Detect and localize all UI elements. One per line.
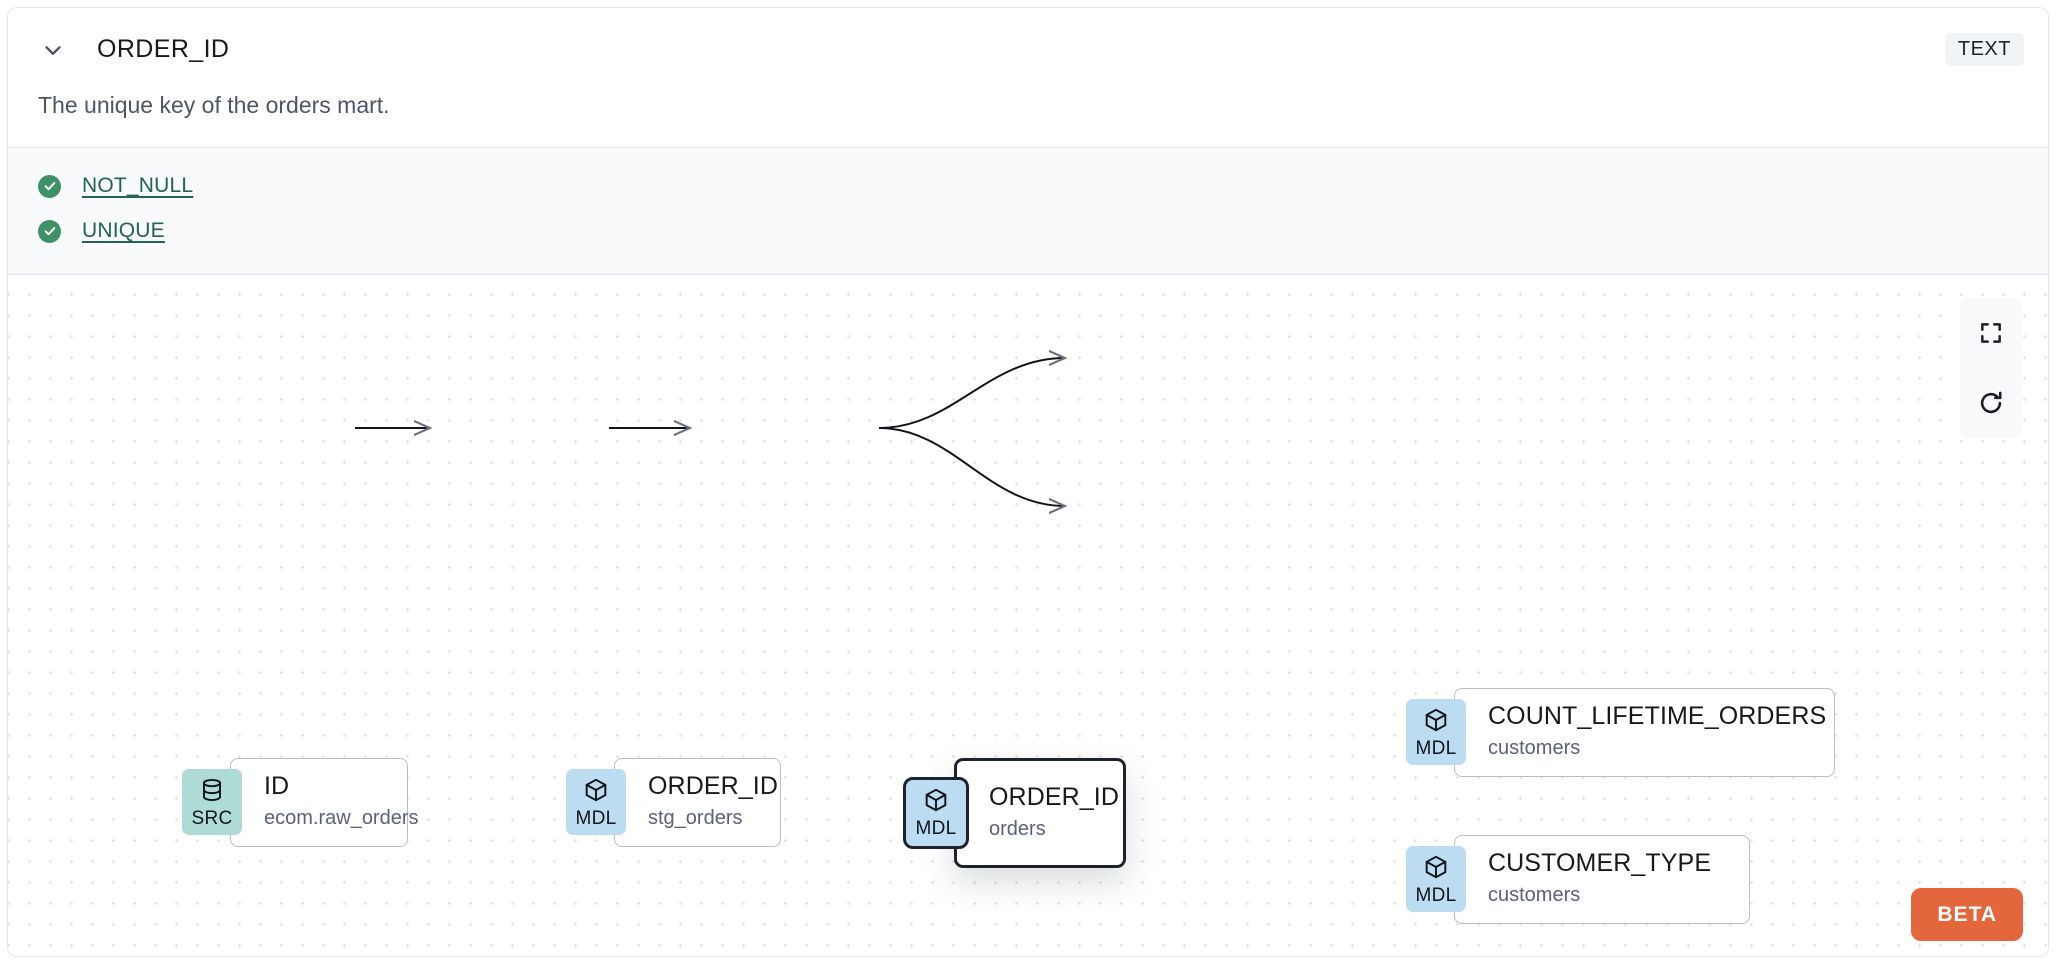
canvas-controls [1960,297,2022,438]
test-link-not-null[interactable]: NOT_NULL [82,174,194,198]
chevron-down-icon[interactable] [38,35,68,65]
node-body: COUNT_LIFETIME_ORDERS customers [1454,687,1835,777]
node-type-badge-src: SRC [182,769,242,836]
test-row: UNIQUE [38,209,2018,254]
lineage-node-mdl-count-lifetime-orders[interactable]: MDL COUNT_LIFETIME_ORDERS customers [1406,687,1835,777]
check-circle-icon [38,174,61,198]
fullscreen-button[interactable] [1960,297,2022,368]
node-badge-label: MDL [575,807,617,829]
node-body: ORDER_ID stg_orders [614,757,781,847]
edge [878,358,1065,429]
cube-icon [1423,707,1449,738]
node-name: ORDER_ID [989,782,1119,811]
refresh-icon [1977,389,2005,417]
node-badge-label: SRC [191,807,233,829]
node-name: ID [264,772,290,801]
column-type-badge: TEXT [1944,33,2024,66]
test-row: NOT_NULL [38,164,2018,209]
node-type-badge-mdl: MDL [903,776,969,849]
lineage-canvas[interactable]: SRC ID ecom.raw_orders [8,274,2048,956]
tests-section: NOT_NULL UNIQUE [8,146,2048,275]
edge [878,426,1065,506]
node-type-badge-mdl: MDL [1406,699,1466,766]
refresh-button[interactable] [1960,367,2022,438]
node-name: COUNT_LIFETIME_ORDERS [1488,702,1827,731]
lineage-node-src-id[interactable]: SRC ID ecom.raw_orders [182,757,419,847]
node-type-badge-mdl: MDL [566,769,626,836]
node-badge-label: MDL [915,818,957,840]
column-description: The unique key of the orders mart. [38,92,390,118]
node-name: CUSTOMER_TYPE [1488,849,1712,878]
node-body: ORDER_ID orders [954,757,1126,868]
cube-icon [1423,854,1449,885]
database-icon [199,777,225,808]
cube-icon [923,787,949,818]
fullscreen-icon [1978,320,2004,346]
node-name: ORDER_ID [648,772,778,801]
node-body: ID ecom.raw_orders [230,757,419,847]
lineage-node-mdl-customer-type[interactable]: MDL CUSTOMER_TYPE customers [1406,834,1750,924]
page-title: ORDER_ID [97,35,230,63]
lineage-node-mdl-stg-orders[interactable]: MDL ORDER_ID stg_orders [566,757,781,847]
node-subtitle: orders [989,817,1046,840]
lineage-node-mdl-orders[interactable]: MDL ORDER_ID orders [903,757,1126,868]
node-badge-label: MDL [1415,884,1457,906]
node-type-badge-mdl: MDL [1406,846,1466,913]
test-link-unique[interactable]: UNIQUE [82,219,165,243]
node-subtitle: stg_orders [648,807,743,830]
card-header: ORDER_ID TEXT [8,8,2048,91]
beta-badge[interactable]: BETA [1911,887,2023,941]
node-subtitle: ecom.raw_orders [264,807,419,830]
node-subtitle: customers [1488,737,1581,760]
node-body: CUSTOMER_TYPE customers [1454,834,1750,924]
node-subtitle: customers [1488,884,1581,907]
node-badge-label: MDL [1415,737,1457,759]
cube-icon [583,777,609,808]
check-circle-icon [38,219,61,243]
column-detail-card: ORDER_ID TEXT The unique key of the orde… [7,7,2049,957]
